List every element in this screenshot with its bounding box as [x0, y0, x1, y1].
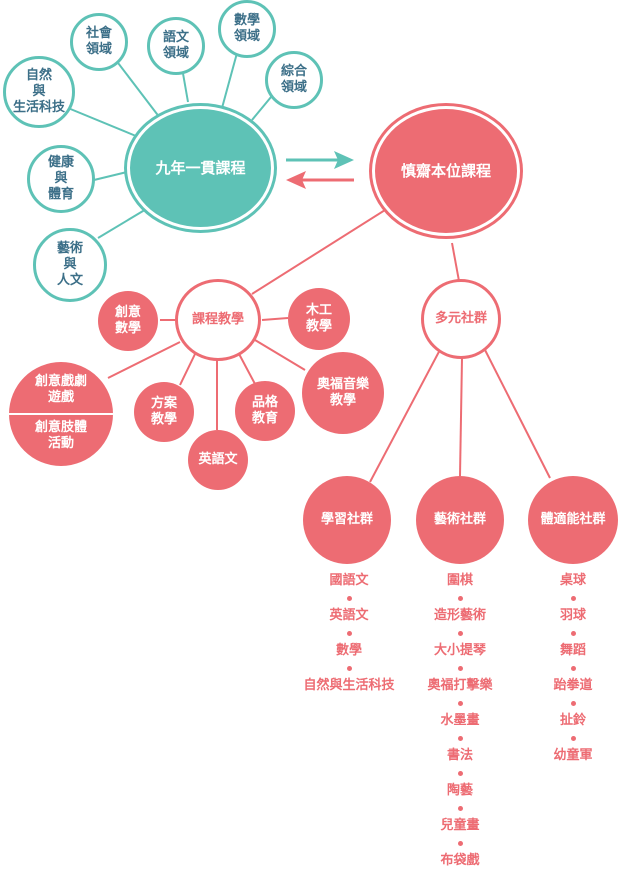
bullet-dot-icon — [410, 624, 510, 642]
fitness-club-list: 桌球羽球舞蹈跆拳道扯鈴幼童軍 — [533, 572, 613, 764]
list-item: 布袋戲 — [440, 853, 480, 868]
arts-humanities-domain-label: 藝術 與 人文 — [56, 240, 83, 289]
bullet-dot-icon — [410, 589, 510, 607]
school-based-curriculum-hub: 慎齋本位課程 — [372, 106, 520, 236]
woodwork-label: 木工 教學 — [305, 302, 332, 334]
list-item: 書法 — [446, 748, 473, 763]
science-tech-domain-node: 自然 與 生活科技 — [3, 56, 75, 128]
diverse-clubs-label: 多元社群 — [434, 310, 487, 326]
list-item: 羽球 — [559, 608, 586, 623]
learning-club-label: 學習社群 — [320, 511, 373, 527]
integrative-domain-label: 綜合 領域 — [280, 63, 307, 95]
school-based-curriculum-label: 慎齋本位課程 — [400, 161, 491, 180]
english-label: 英語文 — [198, 451, 238, 467]
creative-movement-label: 創意肢體 活動 — [34, 420, 87, 452]
bullet-dot-icon — [410, 694, 510, 712]
bullet-dot-icon — [533, 694, 613, 712]
creative-math-node: 創意 數學 — [98, 291, 158, 351]
learning-club-node: 學習社群 — [303, 476, 391, 564]
language-domain-label: 語文 領域 — [162, 29, 189, 61]
project-teaching-label: 方案 教學 — [150, 395, 177, 427]
math-domain-node: 數學 領域 — [218, 0, 276, 58]
list-item: 奧福打擊樂 — [427, 678, 493, 693]
woodwork-node: 木工 教學 — [288, 288, 350, 350]
list-item: 造形藝術 — [433, 608, 486, 623]
social-studies-domain-node: 社會 領域 — [70, 13, 128, 71]
list-item: 跆拳道 — [553, 678, 593, 693]
science-tech-domain-label: 自然 與 生活科技 — [12, 67, 65, 116]
project-teaching-node: 方案 教學 — [134, 382, 194, 442]
arts-club-label: 藝術社群 — [433, 511, 486, 527]
list-item: 陶藝 — [446, 783, 473, 798]
curriculum-teaching-label: 課程教學 — [191, 311, 244, 327]
english-node: 英語文 — [188, 430, 248, 490]
split-divider — [9, 413, 113, 415]
character-education-node: 品格 教育 — [235, 381, 295, 441]
orff-music-label: 奧福音樂 教學 — [316, 376, 369, 408]
fitness-club-label: 體適能社群 — [540, 511, 606, 527]
language-domain-node: 語文 領域 — [147, 17, 205, 75]
list-item: 水墨畫 — [440, 713, 480, 728]
bullet-dot-icon — [287, 659, 411, 677]
arts-humanities-domain-node: 藝術 與 人文 — [33, 228, 107, 302]
nine-year-curriculum-hub: 九年一貫課程 — [127, 106, 274, 230]
bullet-dot-icon — [410, 799, 510, 817]
bullet-dot-icon — [410, 729, 510, 747]
list-item: 扯鈴 — [559, 713, 586, 728]
bullet-dot-icon — [533, 624, 613, 642]
character-education-label: 品格 教育 — [251, 394, 278, 426]
bullet-dot-icon — [533, 659, 613, 677]
arts-club-node: 藝術社群 — [416, 476, 504, 564]
creative-drama-movement-node: 創意戲劇 遊戲 創意肢體 活動 — [9, 362, 113, 466]
arts-club-list: 圍棋造形藝術大小提琴奧福打擊樂水墨畫書法陶藝兒童畫布袋戲 — [410, 572, 510, 869]
social-studies-domain-label: 社會 領域 — [85, 25, 112, 57]
bullet-dot-icon — [410, 834, 510, 852]
list-item: 英語文 — [329, 608, 369, 623]
bullet-dot-icon — [410, 764, 510, 782]
learning-club-list: 國語文英語文數學自然與生活科技 — [287, 572, 411, 694]
bullet-dot-icon — [533, 729, 613, 747]
health-pe-domain-node: 健康 與 體育 — [27, 145, 95, 213]
nine-year-curriculum-label: 九年一貫課程 — [155, 158, 246, 177]
list-item: 舞蹈 — [559, 643, 586, 658]
list-item: 桌球 — [559, 573, 586, 588]
bullet-dot-icon — [533, 589, 613, 607]
creative-drama-label: 創意戲劇 遊戲 — [34, 374, 87, 406]
creative-math-label: 創意 數學 — [114, 304, 141, 336]
curriculum-teaching-node: 課程教學 — [175, 279, 261, 361]
bullet-dot-icon — [287, 589, 411, 607]
list-item: 自然與生活科技 — [303, 678, 395, 693]
list-item: 圍棋 — [446, 573, 473, 588]
bullet-dot-icon — [410, 659, 510, 677]
list-item: 數學 — [335, 643, 362, 658]
diverse-clubs-node: 多元社群 — [421, 279, 501, 359]
health-pe-domain-label: 健康 與 體育 — [47, 154, 74, 203]
integrative-domain-node: 綜合 領域 — [265, 51, 323, 109]
list-item: 大小提琴 — [433, 643, 486, 658]
orff-music-node: 奧福音樂 教學 — [302, 352, 384, 434]
list-item: 兒童畫 — [440, 818, 480, 833]
fitness-club-node: 體適能社群 — [528, 476, 618, 564]
bullet-dot-icon — [287, 624, 411, 642]
list-item: 幼童軍 — [553, 748, 593, 763]
math-domain-label: 數學 領域 — [233, 12, 260, 44]
list-item: 國語文 — [329, 573, 369, 588]
